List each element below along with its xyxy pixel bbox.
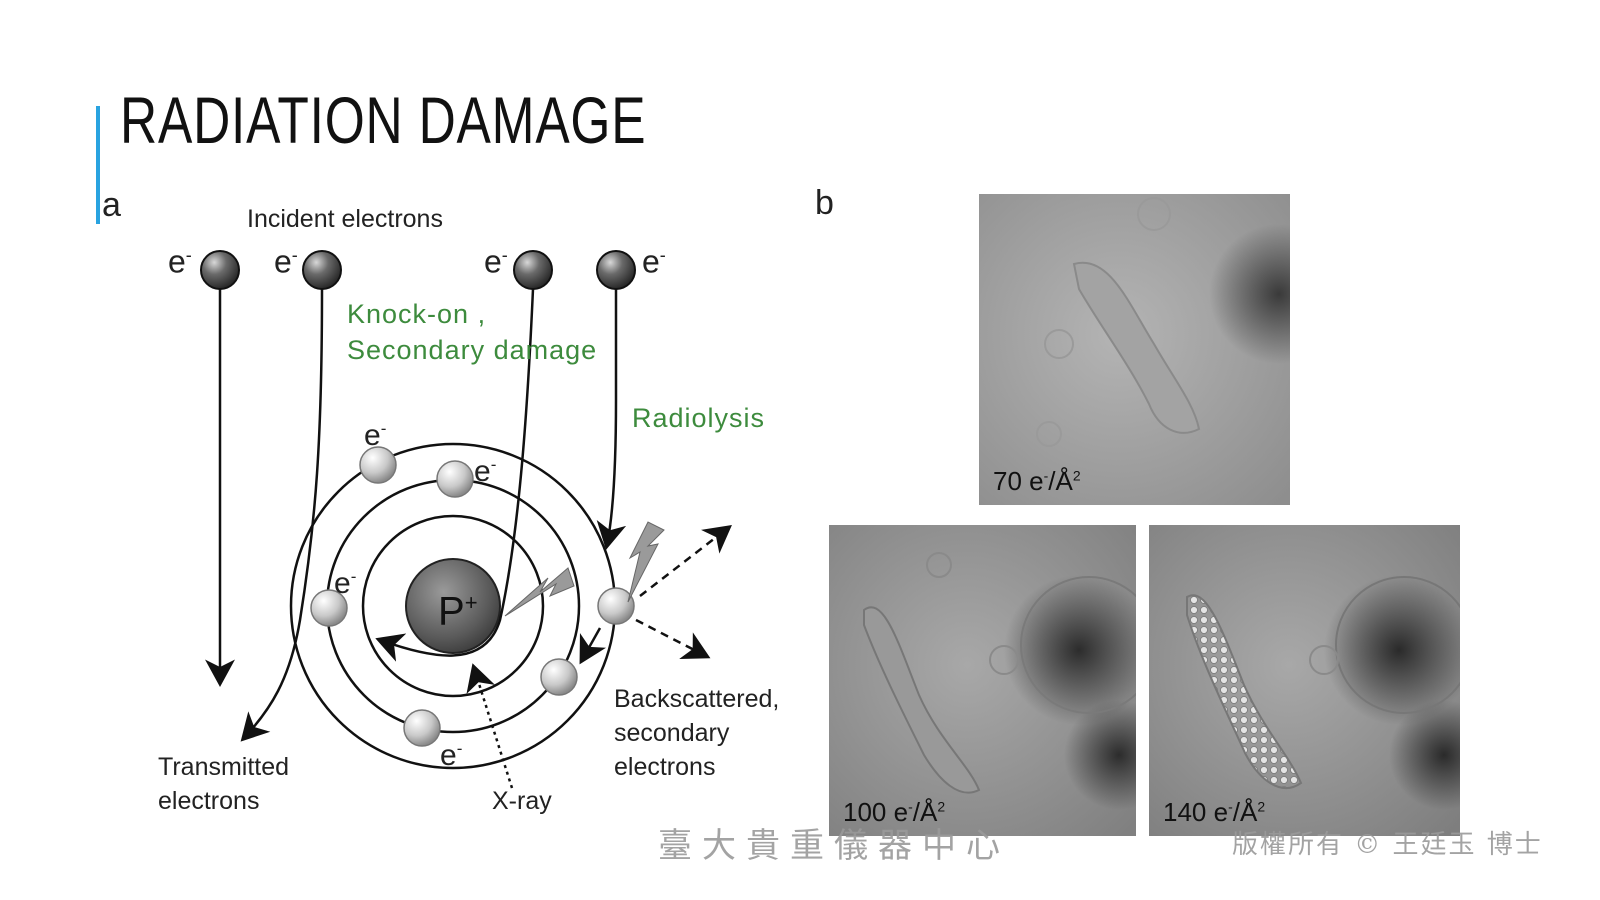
incident-electron-3 — [513, 250, 553, 290]
orbital-electron-left — [310, 589, 348, 627]
nucleus-label: P+ — [438, 589, 478, 634]
nucleus — [405, 558, 501, 654]
electron-symbol-3: e- — [484, 243, 508, 280]
orbital-electron-bottom — [403, 709, 441, 747]
incident-electron-2 — [302, 250, 342, 290]
transmitted-electrons-label: Transmitted electrons — [158, 753, 290, 815]
radiolysis-trajectory — [596, 289, 627, 550]
incident-electrons-label: Incident electrons — [247, 205, 443, 233]
incident-electron-1 — [200, 250, 240, 290]
slide-title: RADIATION DAMAGE — [120, 83, 647, 157]
panel-a-letter: a — [102, 186, 121, 224]
orbital-electron-symbol-4: e- — [440, 739, 463, 772]
orbital-electron-symbol-2: e- — [474, 455, 497, 488]
lightning-bolt-nucleus — [504, 567, 575, 617]
orbital-electron-top-outer — [359, 446, 397, 484]
atom-diagram — [200, 250, 732, 789]
xray-label: X-ray — [492, 787, 552, 815]
knock-on-trajectory — [375, 288, 535, 662]
micrograph-100: 100 e-/Å2 — [829, 525, 1136, 836]
micrograph-70: 70 e-/Å2 — [979, 194, 1290, 505]
incident-electron-4 — [596, 250, 636, 290]
orbit-inner — [361, 514, 545, 698]
panel-b-letter: b — [815, 184, 834, 222]
electron-symbol-2: e- — [274, 243, 298, 280]
electron-symbol-4: e- — [642, 243, 666, 280]
orbital-electron-right — [597, 587, 635, 625]
knock-on-label: Knock-on , Secondary damage — [347, 299, 598, 365]
ejection-arrow-1 — [579, 627, 607, 665]
dose-label-70: 70 e-/Å2 — [993, 466, 1081, 496]
micrograph-140: 140 e-/Å2 — [1149, 525, 1460, 836]
dose-label-140: 140 e-/Å2 — [1163, 797, 1266, 827]
orbital-electron-bottom-right — [540, 658, 578, 696]
lightning-bolt-radiolysis — [627, 521, 665, 603]
title-accent-bar — [96, 106, 100, 224]
electron-symbol-1: e- — [168, 243, 192, 280]
backscattered-label: Backscattered, secondary electrons — [614, 685, 780, 781]
dose-label-100: 100 e-/Å2 — [843, 797, 946, 827]
watermark-copyright: 版權所有 © 王廷玉 博士 — [1232, 830, 1543, 860]
emitted-electron-arrow — [639, 524, 732, 597]
deflected-trajectory — [240, 288, 324, 742]
orbital-electron-top-middle — [436, 460, 474, 498]
radiolysis-label: Radiolysis — [632, 403, 766, 433]
watermark-center: 臺大貴重儀器中心 — [658, 826, 1010, 866]
orbital-electron-symbol-3: e- — [334, 567, 357, 600]
orbital-electron-symbol-1: e- — [364, 419, 387, 452]
backscatter-arrow — [635, 618, 711, 660]
